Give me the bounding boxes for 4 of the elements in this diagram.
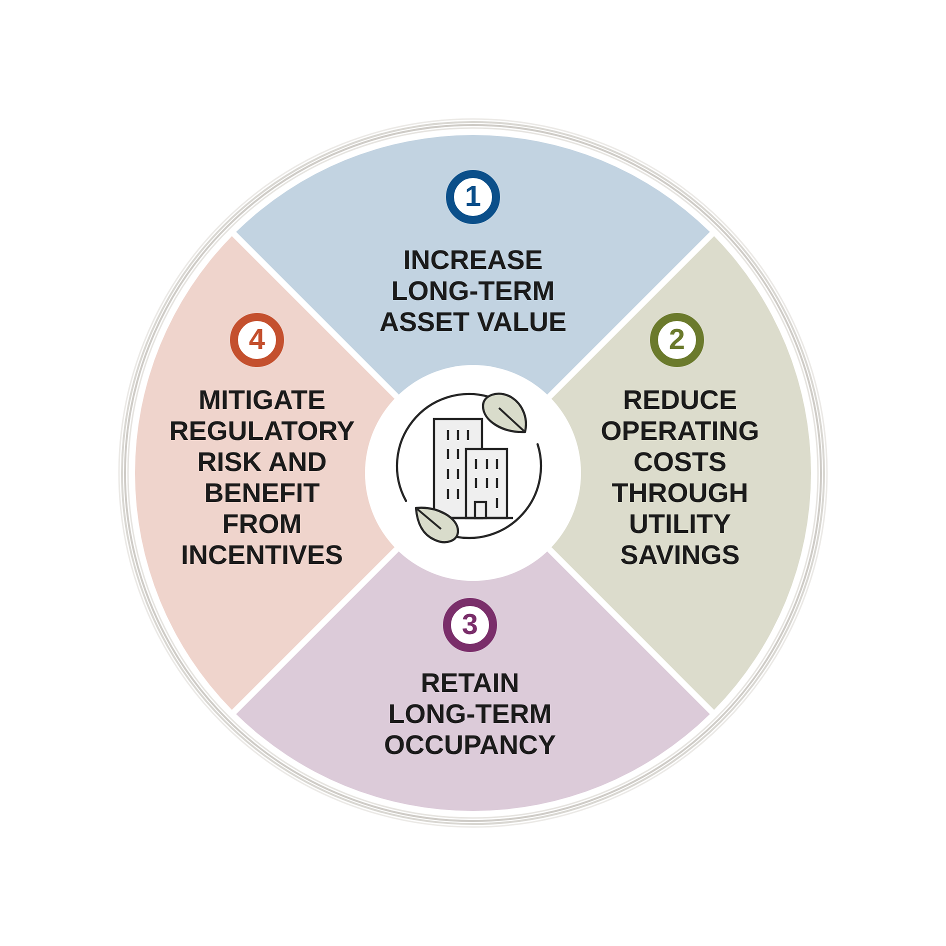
segment-heading: RETAIN LONG-TERM OCCUPANCY [382, 668, 557, 761]
segment-heading: REDUCE OPERATING COSTS THROUGH UTILITY SAVINGS [600, 385, 760, 571]
segment-heading: INCREASE LONG-TERM ASSET VALUE [378, 245, 568, 338]
segment-heading: MITIGATE REGULATORY RISK AND BENEFIT FROM INCENTIVES [168, 385, 356, 571]
